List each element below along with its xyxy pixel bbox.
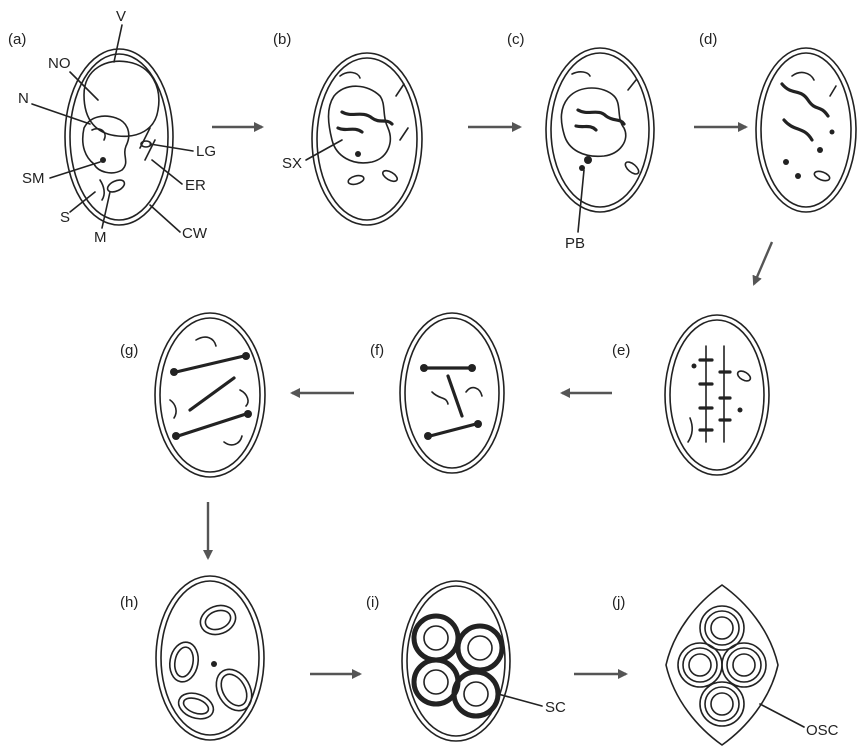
label-NO: NO [48,55,71,72]
spore-i-4 [454,672,498,716]
cell-c [546,48,654,212]
label-M: M [94,229,107,246]
spore-i-2 [458,626,502,670]
cell-a [65,49,173,225]
cell-e [665,315,769,475]
panel-label-h: (h) [120,594,138,611]
label-N: N [18,90,29,107]
panel-label-g: (g) [120,342,138,359]
panel-label-i: (i) [366,594,379,611]
label-SX: SX [282,155,302,172]
cell-b [312,53,422,225]
label-ER: ER [185,177,206,194]
panel-label-d: (d) [699,31,717,48]
panel-label-j: (j) [612,594,625,611]
cell-h [156,576,264,740]
spore-i-1 [414,616,458,660]
spore-j-4 [700,682,744,726]
label-SC: SC [545,699,566,716]
panel-label-c: (c) [507,31,525,48]
panel-label-e: (e) [612,342,630,359]
cell-i [402,581,510,741]
spore-i-3 [414,660,458,704]
panel-label-b: (b) [273,31,291,48]
vacuole [84,61,159,136]
label-SM: SM [22,170,45,187]
label-CW: CW [182,225,208,242]
label-PB: PB [565,235,585,252]
label-V: V [116,8,126,25]
label-OSC: OSC [806,722,839,739]
panel-label-f: (f) [370,342,384,359]
panel-label-a: (a) [8,31,26,48]
cell-f [400,313,504,473]
cell-j [666,585,778,745]
label-LG: LG [196,143,216,160]
arrow-d-e [754,242,772,284]
label-S: S [60,209,70,226]
cell-g [155,313,265,477]
cell-d [756,48,856,212]
spore-j-3 [722,643,766,687]
spore-j-2 [678,643,722,687]
